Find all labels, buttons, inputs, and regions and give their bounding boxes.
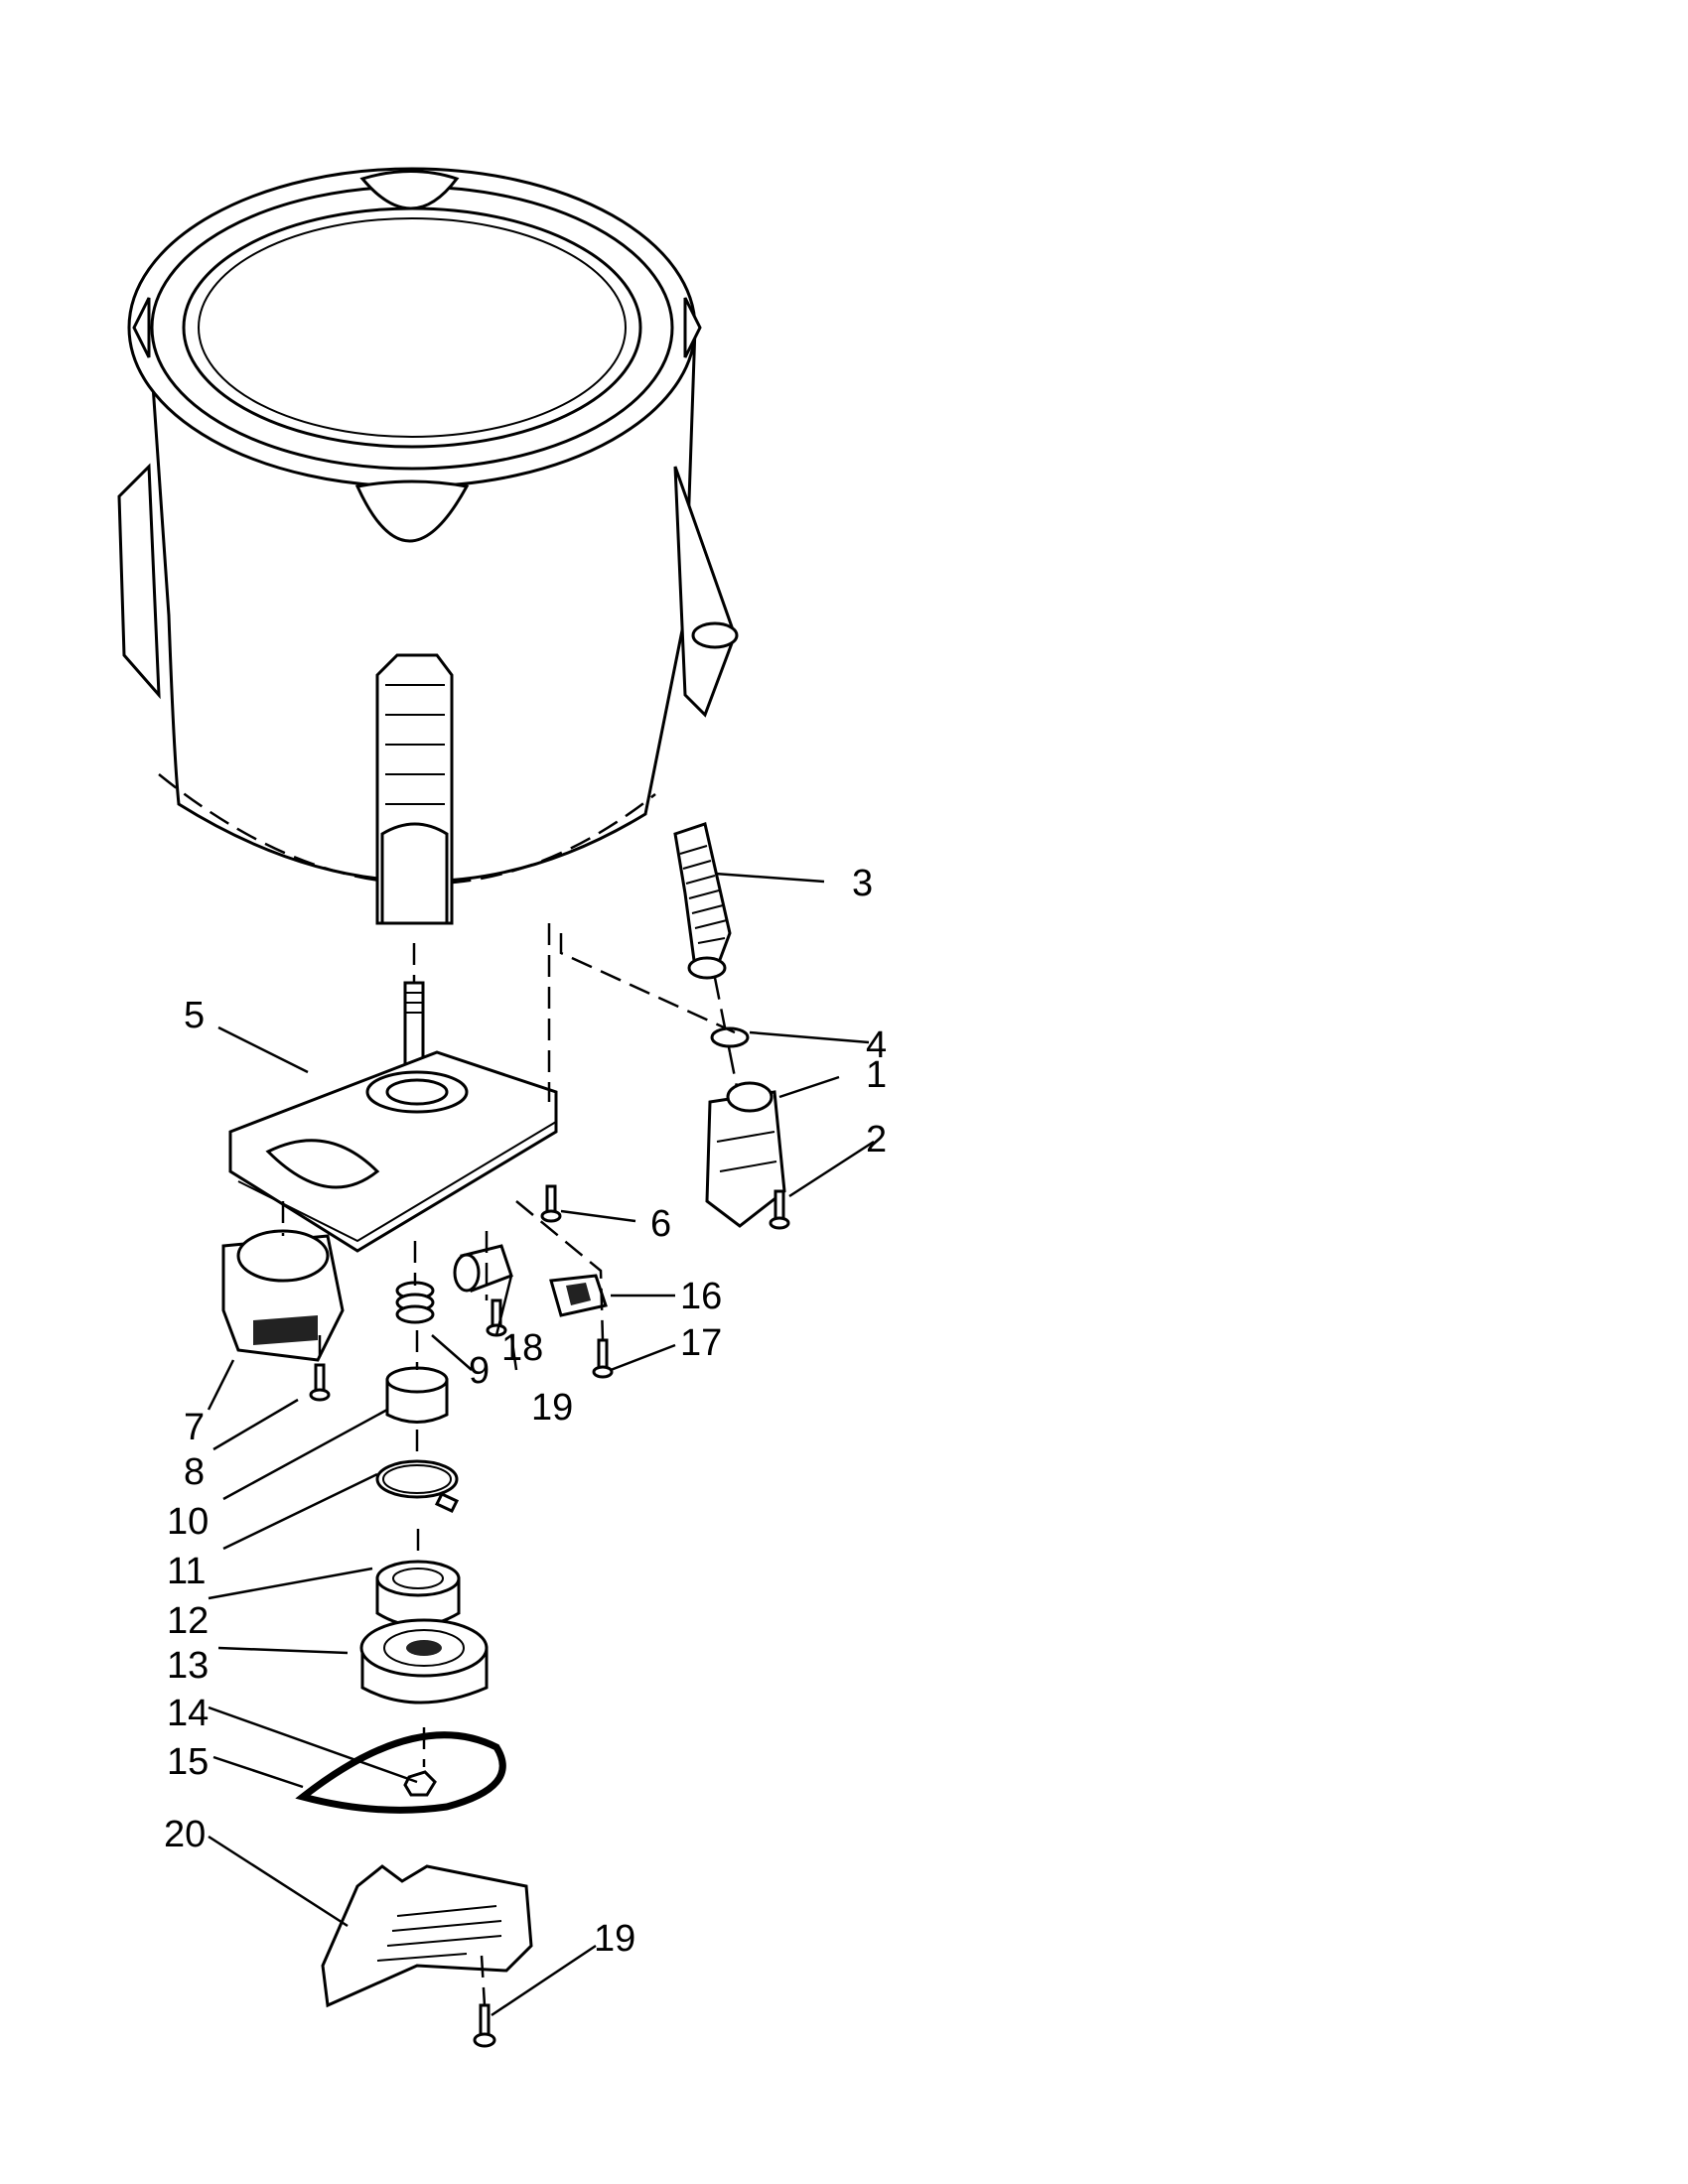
callout-16: 16 [680,1276,722,1317]
callout-4: 4 [866,1024,887,1066]
hose-clamp [710,1026,750,1048]
clutch-ring [375,1459,460,1513]
outer-tub [117,167,739,925]
callout-18: 18 [501,1327,543,1369]
plate-screw [540,1184,562,1223]
callout-labels: 1 2 3 4 5 6 7 8 9 10 11 12 13 14 15 16 1… [164,863,887,1960]
callout-9: 9 [469,1350,490,1392]
callout-12: 12 [167,1600,209,1642]
pump-screw [769,1189,790,1230]
callout-2: 2 [866,1119,887,1160]
motor-screw [309,1363,331,1402]
callout-7: 7 [184,1407,205,1448]
drive-coupler [385,1366,449,1424]
leader-lines [207,872,875,2017]
callout-6: 6 [650,1203,671,1245]
callout-19-upper: 19 [531,1387,573,1429]
drain-pump [705,1081,786,1228]
shield-screw [473,2003,496,2048]
callout-10: 10 [167,1501,209,1543]
clutch-spring [395,1281,435,1324]
drive-pulley [359,1618,489,1705]
callout-17: 17 [680,1322,722,1364]
callout-11: 11 [167,1551,206,1592]
callout-5: 5 [184,995,205,1036]
callout-14: 14 [167,1693,209,1734]
drive-motor [221,1229,345,1362]
callout-3: 3 [852,863,873,904]
clutch-hub [375,1560,461,1627]
callout-8: 8 [184,1451,205,1493]
callout-1: 1 [866,1054,887,1096]
callout-19-lower: 19 [594,1918,635,1960]
callout-20: 20 [164,1814,206,1855]
switch-screw [592,1338,614,1379]
pulley-nut [403,1770,437,1797]
callout-13: 13 [167,1645,209,1687]
lid-switch-bracket [549,1274,608,1317]
callout-15: 15 [167,1741,209,1783]
drive-belt [295,1731,506,1814]
drain-hose [673,822,732,980]
assembly-lines [281,923,736,2006]
capacitor [453,1244,513,1293]
gearcase-mounting-plate [228,981,558,1253]
motor-shield [321,1864,533,2008]
